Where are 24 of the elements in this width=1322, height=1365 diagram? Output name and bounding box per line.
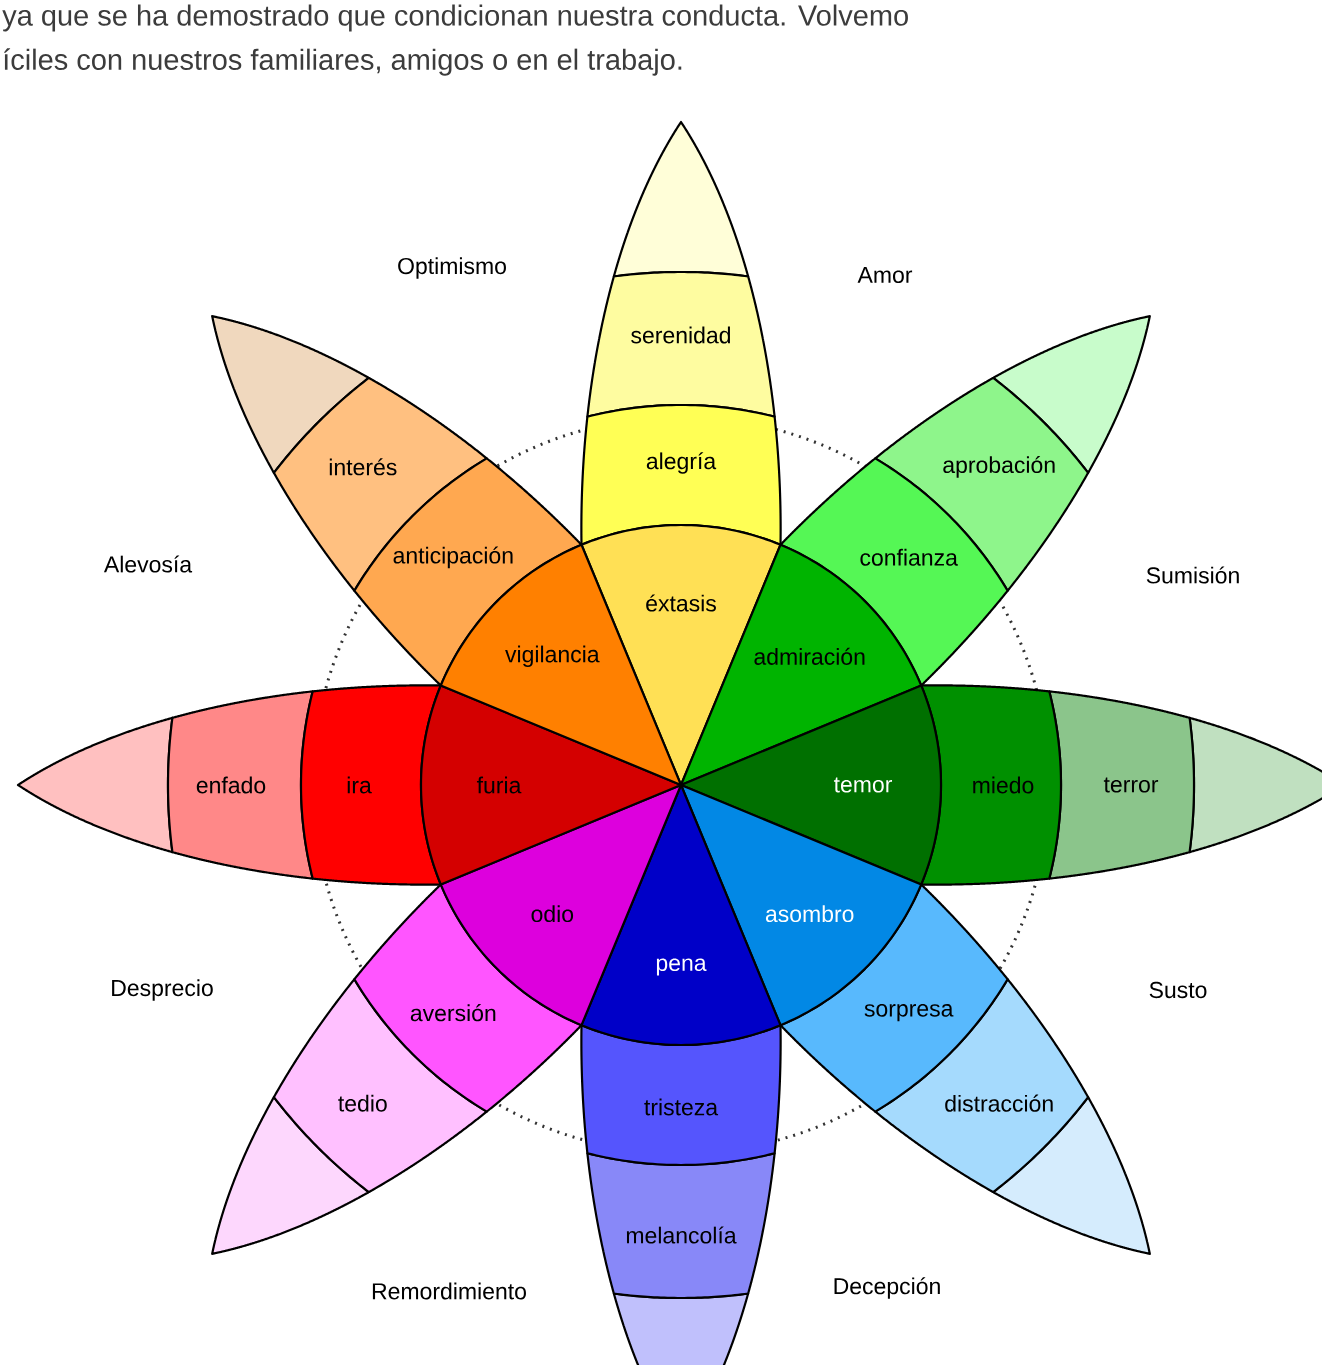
dyad-label: Sumisión <box>1146 566 1239 584</box>
petal-tip <box>612 1292 750 1365</box>
petal-segment: furia <box>419 684 683 886</box>
petal-segment: enfado <box>166 690 314 880</box>
dyad-label: Remordimiento <box>372 1282 526 1300</box>
petal-segment: ira <box>299 684 443 886</box>
body-text: ya que se ha demostrado que condicionan nuestra conducta. Volvemo <box>2 4 908 32</box>
petal-segment: tristeza <box>580 1023 782 1167</box>
petal-segment: temor <box>679 684 943 886</box>
petal-segment: alegría <box>580 403 782 547</box>
petal-segment: serenidad <box>586 270 776 418</box>
dyad-label: Susto <box>1149 981 1207 999</box>
dyad-label: Optimismo <box>398 257 506 279</box>
petal-tip <box>612 120 750 278</box>
petal-segment: miedo <box>919 684 1063 886</box>
dyad-label: Desprecio <box>112 979 213 1001</box>
dyad-label: Decepción <box>834 1277 940 1299</box>
petal-segment: terror <box>1048 690 1196 880</box>
dyad-label: Alevosía <box>103 555 193 573</box>
body-text: íciles con nuestros familiares, amigos o en el trabajo. <box>4 48 682 76</box>
petal-tip <box>16 716 174 854</box>
dyad-label: Amor <box>857 266 913 283</box>
petal-tip <box>1188 716 1322 854</box>
petal-segment: melancolía <box>586 1152 776 1300</box>
